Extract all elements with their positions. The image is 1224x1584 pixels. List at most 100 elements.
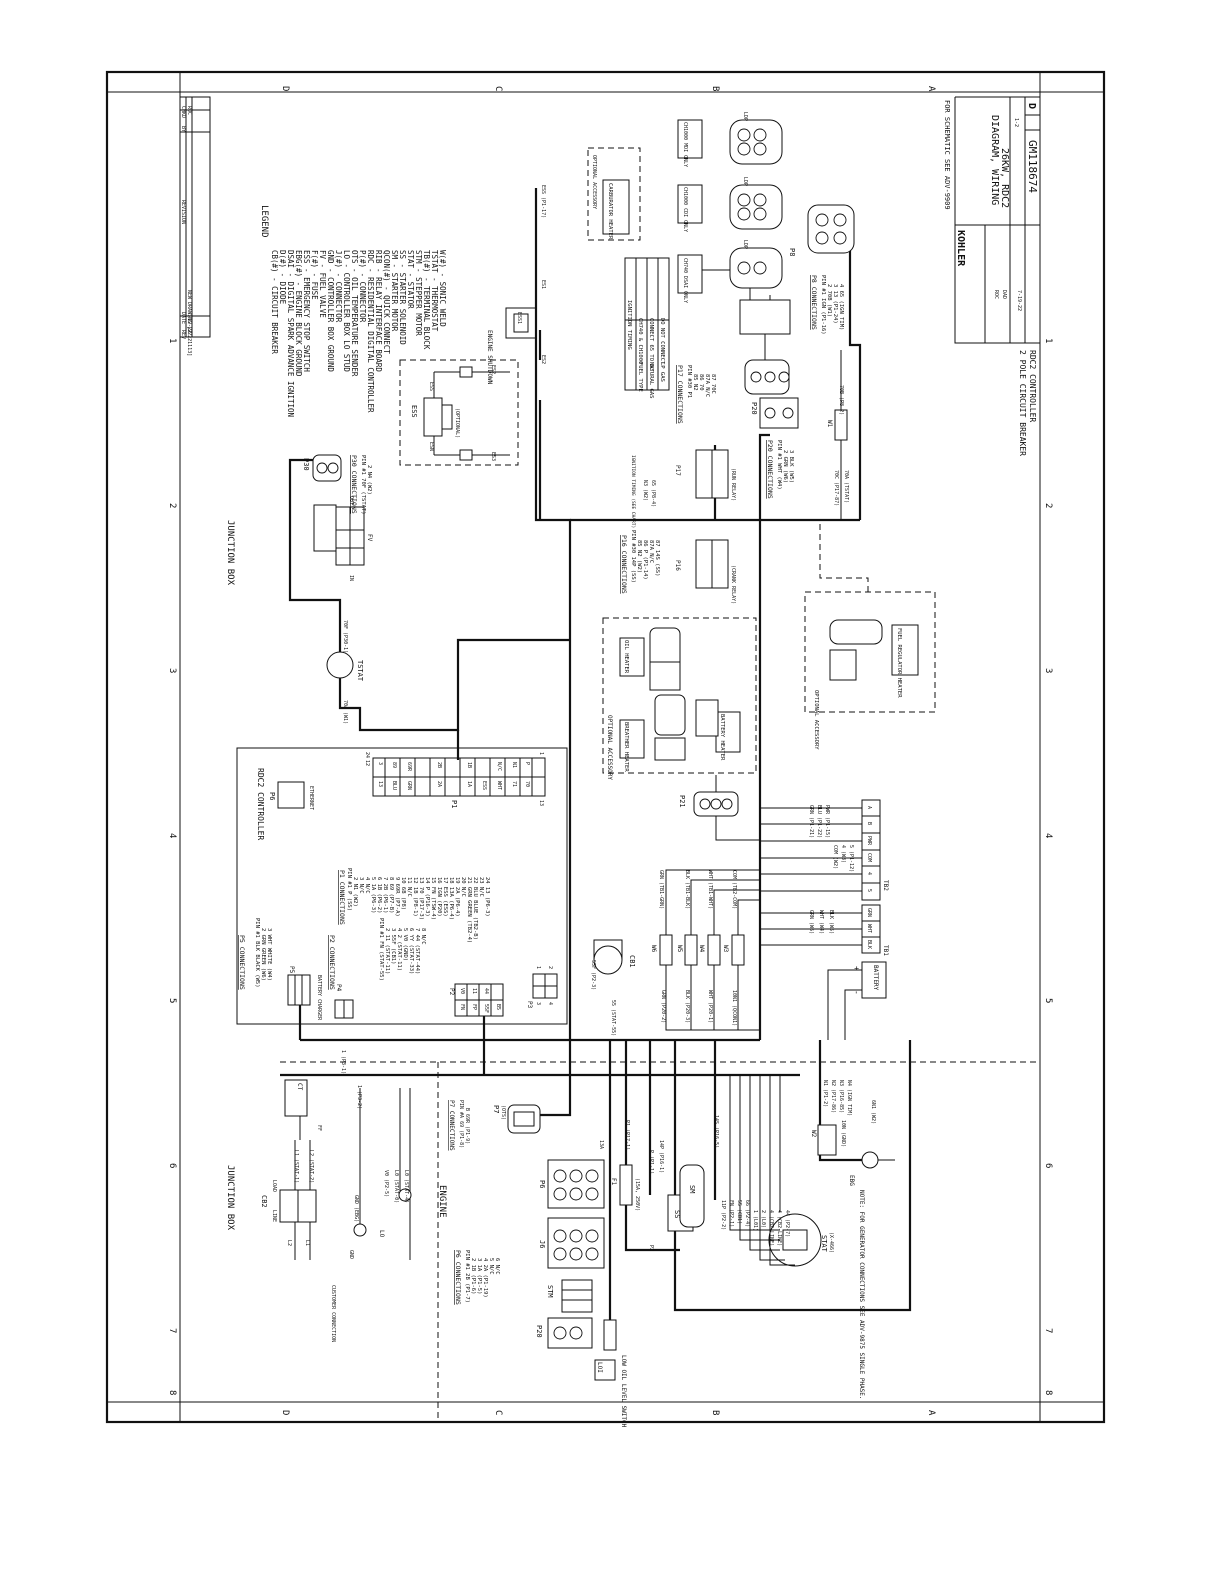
svg-text:10N (GND): 10N (GND) — [840, 1120, 846, 1147]
svg-text:2 1B (P1-6): 2 1B (P1-6) — [470, 1258, 476, 1294]
svg-text:SM - STARTER MOTOR: SM - STARTER MOTOR — [390, 250, 399, 332]
svg-text:PIN #A 69 (P1-8): PIN #A 69 (P1-8) — [458, 1100, 464, 1148]
svg-text:13A: 13A — [598, 1140, 604, 1149]
svg-text:ETHERNET: ETHERNET — [308, 786, 314, 810]
svg-text:A: A — [926, 1410, 936, 1416]
svg-text:3 1A (P1-5): 3 1A (P1-5) — [476, 1258, 482, 1294]
svg-text:22 BLU BLUE (TB2-B): 22 BLU BLUE (TB2-B) — [472, 877, 478, 940]
svg-text:GM118674: GM118674 — [1026, 140, 1039, 193]
low-oil-switch: LOI LOW OIL LEVEL SWITCH — [594, 1319, 627, 1428]
svg-text:COM: COM — [866, 853, 872, 862]
engine-block-ground: EBG W2 10N (GND) N1 (P1-2) N2 (P17-86) N… — [810, 1080, 895, 1186]
p21-connector: P21 — [678, 775, 760, 841]
weld-w1: W1 70B (P8-2) 70C (P17-87) 70A (TSTAT) — [826, 350, 849, 520]
fuel-regulator-heater: OPTIONAL ACCESSORY FUEL REGULATOR HEATER — [804, 520, 936, 750]
svg-text:P30 CONNECTIONS: P30 CONNECTIONS — [350, 455, 358, 514]
svg-text:B: B — [710, 86, 720, 91]
svg-text:RDC2 CONTROLLER: RDC2 CONTROLLER — [1028, 350, 1037, 422]
svg-text:N1: N1 — [511, 762, 517, 768]
svg-text:4: 4 — [1043, 833, 1053, 838]
svg-text:EBG: EBG — [848, 1175, 855, 1186]
emergency-stop-switch: ESS (OPTIONAL) ESS ESN ES2 ES3 — [399, 359, 519, 466]
svg-text:W5: W5 — [676, 945, 683, 953]
svg-text:CH740 DSAI ONLY: CH740 DSAI ONLY — [682, 258, 688, 303]
svg-text:OTS - OIL TEMPERATURE SENDER: OTS - OIL TEMPERATURE SENDER — [350, 250, 359, 377]
svg-text:70: 70 — [524, 781, 530, 787]
svg-text:15 FN (TSW-4): 15 FN (TSW-4) — [430, 877, 436, 920]
svg-text:LDP: LDP — [742, 177, 748, 186]
svg-text:70A (W1): 70A (W1) — [342, 700, 348, 724]
svg-text:10 6B (P8): 10 6B (P8) — [400, 877, 406, 910]
svg-text:66 (P2-4): 66 (P2-4) — [744, 1200, 750, 1227]
svg-text:LP GAS: LP GAS — [659, 362, 665, 382]
svg-text:19 2A (P6-4): 19 2A (P6-4) — [454, 877, 460, 917]
svg-text:P1 CONNECTIONS: P1 CONNECTIONS — [338, 870, 346, 925]
zone-markers-left: 1 2 3 4 5 6 7 8 — [167, 338, 177, 1395]
svg-text:6 1B (P6-2): 6 1B (P6-2) — [376, 877, 382, 913]
svg-text:PIN #1 FN (STAT-55): PIN #1 FN (STAT-55) — [378, 918, 384, 981]
svg-text:IN: IN — [348, 575, 354, 581]
svg-text:CT: CT — [296, 1083, 303, 1091]
svg-text:1B: 1B — [466, 762, 472, 768]
svg-text:17 ESS (ESS): 17 ESS (ESS) — [442, 877, 448, 917]
svg-text:6 YY (STAT-33): 6 YY (STAT-33) — [408, 928, 414, 974]
svg-text:STAT - STATOR: STAT - STATOR — [406, 250, 415, 309]
svg-text:SS - STARTER SOLENOID: SS - STARTER SOLENOID — [398, 250, 407, 345]
sonic-welds: W6 W5 W4 W3 GRN (TB1-GRN) GRN (P20-2) BL… — [650, 869, 760, 1031]
svg-text:P5 CONNECTIONS: P5 CONNECTIONS — [238, 935, 246, 990]
svg-text:L0 (STAT-0): L0 (STAT-0) — [393, 1170, 399, 1203]
svg-text:ES3: ES3 — [490, 452, 496, 461]
svg-text:PIN #1 WHT (W4): PIN #1 WHT (W4) — [776, 440, 782, 490]
svg-text:7: 7 — [167, 1328, 177, 1333]
svg-text:PWR: PWR — [866, 836, 872, 846]
svg-text:P6: P6 — [538, 1180, 546, 1188]
svg-text:FUEL TYPE: FUEL TYPE — [637, 362, 643, 392]
title-block: KOHLER DIAGRAM, WIRING 26KW, RDC2 GM1186… — [954, 96, 1041, 344]
svg-text:FUEL REGULATOR HEATER: FUEL REGULATOR HEATER — [896, 628, 902, 698]
terminal-block-tb2: A B PWR COM 4 5 TB2 GRN (P1-21) BLU (P1-… — [760, 799, 889, 901]
junction-box-upper-label: JUNCTION BOX — [225, 520, 235, 586]
svg-text:2 (L0): 2 (L0) — [760, 1210, 766, 1228]
svg-text:BATTERY: BATTERY — [872, 965, 879, 991]
svg-text:P20: P20 — [750, 402, 758, 415]
svg-text:BREATHER HEATER: BREATHER HEATER — [623, 722, 629, 772]
svg-text:SS: SS — [673, 1210, 681, 1218]
svg-text:V0 (P2-5): V0 (P2-5) — [383, 1170, 389, 1197]
svg-text:87A N/C: 87A N/C — [704, 374, 710, 397]
svg-text:OIL HEATER: OIL HEATER — [623, 640, 629, 674]
svg-text:1: 1 — [1043, 338, 1053, 343]
svg-text:87A N/C: 87A N/C — [648, 540, 654, 563]
svg-text:70C (P17-87): 70C (P17-87) — [833, 470, 839, 506]
svg-text:85 N2 (W2): 85 N2 (W2) — [636, 540, 642, 573]
svg-text:DATE: DATE — [180, 312, 186, 324]
terminal-block-tb1: GRN WHT BLK TB1 GRN (W6) WHT (W4) BLK (W… — [760, 904, 889, 956]
svg-text:GND (EBG): GND (EBG) — [353, 1195, 359, 1222]
svg-text:J6: J6 — [538, 1240, 546, 1248]
svg-text:24 13 (P6-3): 24 13 (P6-3) — [484, 877, 490, 917]
svg-text:GND: GND — [348, 1250, 354, 1259]
main-harness — [280, 188, 912, 1350]
svg-text:(X-466): (X-466) — [828, 1232, 834, 1253]
svg-text:DAD: DAD — [1001, 290, 1007, 299]
p20-upper-connector: P20 — [750, 397, 799, 429]
svg-text:4 (CB2-LINE): 4 (CB2-LINE) — [776, 1210, 782, 1246]
svg-text:1-2: 1-2 — [1013, 118, 1019, 127]
svg-text:44 (P2-7): 44 (P2-7) — [784, 1210, 790, 1237]
svg-text:EBG(#) - ENGINE BLOCK GROUND: EBG(#) - ENGINE BLOCK GROUND — [294, 250, 303, 377]
svg-text:OPTIONAL ACCESSORY: OPTIONAL ACCESSORY — [606, 715, 613, 780]
p7-ots-connector: P7 (OTS) P7 CONNECTIONS PIN #A 69 (P1-8)… — [448, 1100, 541, 1151]
svg-text:ENGINE SHUTDOWN: ENGINE SHUTDOWN — [486, 330, 493, 385]
svg-text:10N1 (QCON1): 10N1 (QCON1) — [731, 990, 737, 1026]
p6-connections-table: P6 CONNECTIONS PIN #1 2B (P1-7) 2 1B (P1… — [454, 1250, 500, 1305]
svg-text:12: 12 — [364, 760, 370, 766]
svg-text:W4: W4 — [698, 945, 705, 953]
svg-text:J(#) - CONNECTOR: J(#) - CONNECTOR — [334, 250, 343, 323]
svg-text:DSAI - DIGITAL SPARK ADVANCE I: DSAI - DIGITAL SPARK ADVANCE IGNITION — [286, 250, 295, 417]
svg-text:PIN #1 70F (TSTAT): PIN #1 70F (TSTAT) — [360, 455, 366, 515]
svg-text:V0: V0 — [459, 988, 465, 994]
legend: LEGEND CB(#) - CIRCUIT BREAKER D(#) - DI… — [259, 205, 447, 417]
svg-text:4: 4 — [547, 1002, 553, 1005]
svg-text:ES2: ES2 — [490, 365, 496, 374]
svg-text:3: 3 — [1043, 668, 1053, 673]
svg-text:2A: 2A — [436, 781, 442, 787]
